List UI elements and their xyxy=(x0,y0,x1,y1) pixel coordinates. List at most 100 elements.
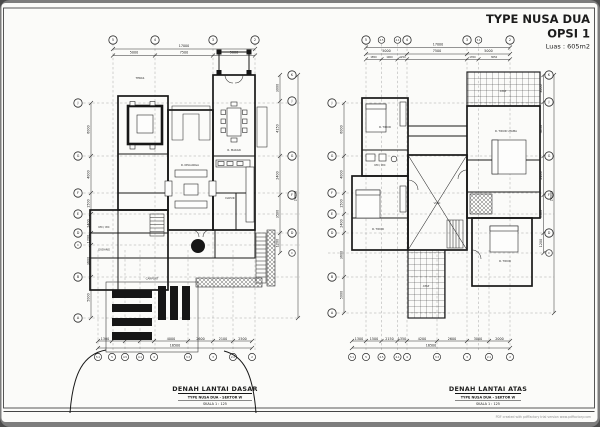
caption-scale: SKALA 1 : 125 xyxy=(203,402,227,406)
svg-text:3: 3 xyxy=(212,38,214,42)
grid-bubble: 5.1 xyxy=(94,353,102,361)
svg-text:C: C xyxy=(291,251,293,255)
svg-text:A: A xyxy=(331,311,334,315)
dim: 3600 xyxy=(87,257,91,265)
plan-caption-upper: DENAH LANTAI ATAS TYPE NUSA DUA - SEKTOR… xyxy=(449,385,527,406)
bath-1 xyxy=(365,153,398,163)
grid-bubble: C xyxy=(288,249,296,257)
upper-floor-plan: 17000 5000 7500 5000 1850 1900 1250 1350… xyxy=(327,35,557,406)
dim: 2500 xyxy=(238,337,246,341)
right-grid-bubbles: K J G F D C 3000 4150 2400 3500 1200 240… xyxy=(539,70,557,316)
grid-bubble: D xyxy=(544,228,554,238)
top-dimensions: 17000 5000 7500 5000 1850 1900 1250 1350… xyxy=(363,43,513,62)
svg-text:3.3: 3.3 xyxy=(186,355,190,359)
ground-floor-plan: 17000 5000 7500 5000 5 4 3 2 J G F E D C… xyxy=(69,35,301,414)
svg-text:3.1: 3.1 xyxy=(477,38,481,42)
room-label: R. TIDUR UTAMA xyxy=(495,129,517,133)
svg-text:K: K xyxy=(548,73,551,77)
svg-text:G: G xyxy=(331,154,334,158)
grid-bubble: 5.1 xyxy=(348,353,356,361)
svg-text:4.1: 4.1 xyxy=(396,38,400,42)
room-labels: TERAS R. MAKAN R. KELUARGA DAPUR KM / WC… xyxy=(98,76,241,281)
spa-pavilion xyxy=(126,101,164,150)
grid-bubble: 3.3 xyxy=(184,353,192,361)
dim: 3000 xyxy=(276,84,280,92)
svg-text:D: D xyxy=(291,231,294,235)
svg-text:2: 2 xyxy=(251,355,253,359)
svg-text:5.1: 5.1 xyxy=(350,355,354,359)
svg-text:C: C xyxy=(548,251,550,255)
title-block: TYPE NUSA DUA OPSI 1 Luas : 605m2 xyxy=(486,12,590,51)
grid-bubble: D xyxy=(287,228,297,238)
svg-text:J: J xyxy=(548,100,550,104)
grid-bubble: J xyxy=(73,98,83,108)
dim: 4150 xyxy=(539,125,543,133)
stairs-upper xyxy=(446,219,464,249)
grid-bubble: B xyxy=(327,272,337,282)
svg-text:F: F xyxy=(291,193,293,197)
page-border-frame xyxy=(3,7,595,409)
dim: 4000 xyxy=(167,337,175,341)
room-label: VOID xyxy=(434,201,441,205)
grid-bubble: F xyxy=(73,188,83,198)
svg-text:D: D xyxy=(548,231,551,235)
dim: 5000 xyxy=(340,291,344,299)
grid-bubble: J xyxy=(287,96,297,106)
drawing-option: OPSI 1 xyxy=(547,27,590,41)
svg-text:3: 3 xyxy=(466,38,468,42)
room-label: R. TIDUR xyxy=(499,259,511,263)
bed-4 xyxy=(489,225,519,253)
svg-text:2: 2 xyxy=(509,38,511,42)
grid-bubble: 3 xyxy=(463,353,471,361)
grid-bubble: 4.5 xyxy=(377,353,386,361)
svg-text:4: 4 xyxy=(406,38,408,42)
svg-text:E: E xyxy=(331,212,333,216)
room-label: KM / WC xyxy=(98,225,109,229)
dim: 3500 xyxy=(276,210,280,218)
dim-total-right: 24000 xyxy=(294,191,298,202)
svg-text:5: 5 xyxy=(365,38,367,42)
grid-bubble: 4 xyxy=(150,353,158,361)
grid-bubble: 4.5 xyxy=(377,36,386,44)
svg-text:G: G xyxy=(291,154,294,158)
svg-text:4.5: 4.5 xyxy=(380,355,384,359)
grid-bubble: B xyxy=(73,272,83,282)
grid-bubble: 2 xyxy=(250,35,260,45)
grid-bubble: F xyxy=(327,188,337,198)
dim: 5000 xyxy=(484,49,492,53)
grid-bubble: 2.1 xyxy=(485,353,493,361)
dim: 2100 xyxy=(219,337,227,341)
top-dimensions: 17000 5000 7500 5000 xyxy=(110,44,258,58)
grid-bubble: G xyxy=(73,151,83,161)
dim: 3650 xyxy=(491,55,498,59)
grid-bubble: C xyxy=(545,249,553,257)
room-label: R. TIDUR xyxy=(379,125,391,129)
room-label: R. TIDUR xyxy=(372,227,384,231)
dim: 2600 xyxy=(448,337,456,341)
grid-bubble: 4.5 xyxy=(121,353,129,361)
svg-text:K: K xyxy=(291,73,294,77)
svg-text:2.1: 2.1 xyxy=(487,355,491,359)
dim-total-right: 24000 xyxy=(550,191,554,202)
dim: 5000 xyxy=(130,51,138,55)
grid-bubble: C xyxy=(74,241,82,249)
grid-bubble: 5 xyxy=(362,353,370,361)
svg-text:J: J xyxy=(291,99,293,103)
bed-1 xyxy=(365,101,407,133)
grid-bubble: A xyxy=(327,308,337,318)
dim: 1350 xyxy=(469,55,476,59)
svg-text:B: B xyxy=(77,275,80,279)
svg-text:4.5: 4.5 xyxy=(380,38,384,42)
dim: 1350 xyxy=(398,337,406,341)
dim: 4000 xyxy=(340,170,344,178)
room-label: R. MAKAN xyxy=(227,148,240,152)
dim: 1500 xyxy=(87,199,91,207)
dim: 2600 xyxy=(196,337,204,341)
carport xyxy=(105,281,199,353)
grid-bubble: E xyxy=(327,209,337,219)
grid-bubble: G xyxy=(544,151,554,161)
svg-text:G: G xyxy=(548,154,551,158)
bed-2 xyxy=(355,185,407,219)
left-grid-bubbles: J G F E D C B A 6000 4000 1500 2400 1200… xyxy=(73,98,94,323)
stairs xyxy=(149,213,267,284)
